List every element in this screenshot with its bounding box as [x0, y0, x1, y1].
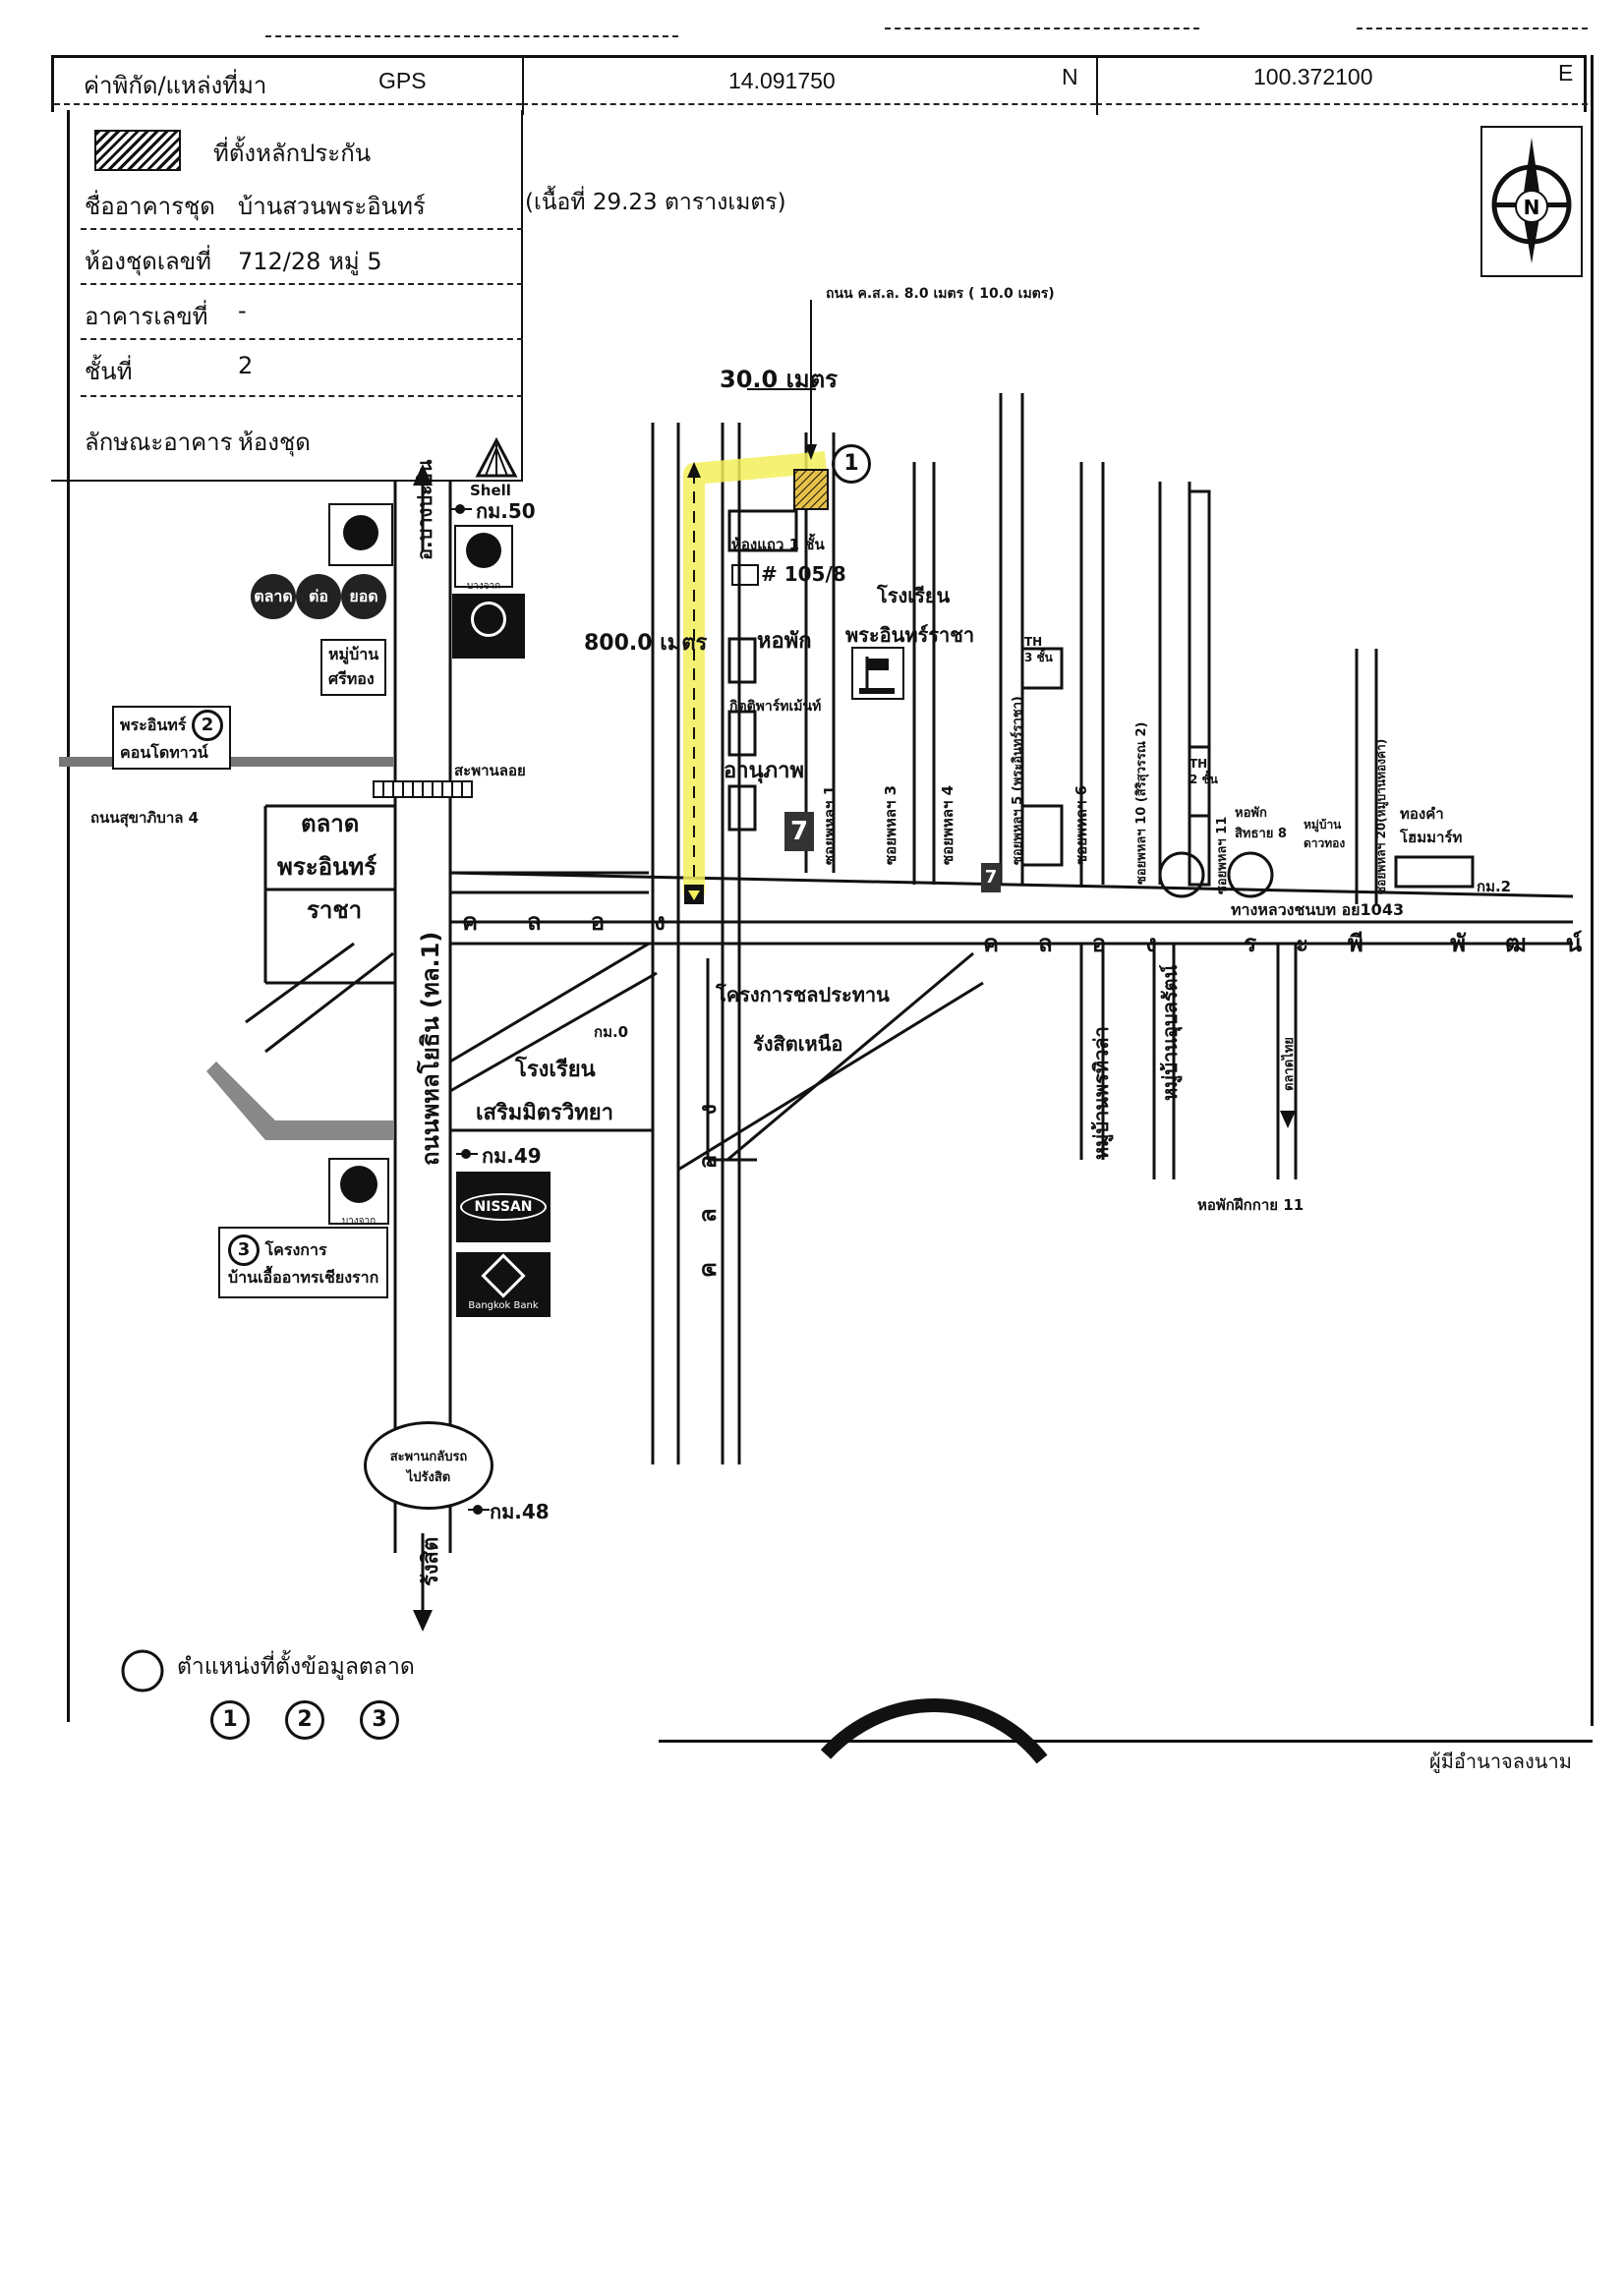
collateral-legend-swatch: [94, 130, 181, 171]
mooban-pornthiwa: หมู่บ้านพรทิวล่า: [1089, 1026, 1113, 1160]
km0-label: กม.0: [594, 1023, 629, 1041]
arnupap-label: อานุภาพ: [724, 759, 804, 783]
u-turn-bridge-oval: สะพานกลับรถ ไปรังสิต: [364, 1421, 493, 1510]
soi-6-label: ซอยพหลฯ 6: [1073, 784, 1090, 865]
shell-logo: [474, 436, 519, 480]
building-type-value: ห้องชุด: [238, 429, 311, 456]
prain-condotown: พระอินทร์ 2 คอนโดทาวน์: [112, 706, 231, 770]
school-serm-1: โรงเรียน: [515, 1058, 596, 1082]
mooban-ubonrat: หมู่บ้านอุบลรัตน์: [1158, 964, 1182, 1101]
marker-1: 1: [832, 444, 871, 484]
km49-label: กม.49: [482, 1144, 542, 1168]
khlong-rapee-label: คลอง ระพี พัฒน์: [983, 930, 1622, 957]
north-compass: N: [1480, 126, 1583, 277]
legend-marker-1: 1: [210, 1700, 250, 1740]
highway-label: ทางหลวงชนบท อย1043: [1231, 900, 1405, 919]
project-chonprathan-2: รังสิตเหนือ: [753, 1032, 843, 1056]
mooban-srithong: หมู่บ้าน ศรีทอง: [320, 639, 387, 696]
signature-label: ผู้มีอำนาจลงนาม: [1429, 1750, 1572, 1773]
longitude-value: 100.372100: [1253, 64, 1373, 89]
compass-icon: N: [1491, 138, 1572, 263]
road-width-note: ถนน ค.ส.ล. 8.0 เมตร ( 10.0 เมตร): [826, 286, 1055, 302]
km48-label: กม.48: [490, 1500, 550, 1523]
bangpain-label: อ.บางปะอิน: [413, 459, 436, 560]
distance-30m: 30.0 เมตร: [720, 366, 839, 393]
phahon-road-label: ถนนพหลโยธิน (ทล.1): [417, 931, 444, 1166]
frame-right: [1591, 55, 1594, 1726]
unit-number-label: ห้องชุดเลขที่: [85, 248, 211, 275]
km2-label: กม.2: [1477, 878, 1512, 895]
km50-label: กม.50: [476, 499, 536, 523]
school-prain-line1: โรงเรียน: [877, 584, 951, 607]
frame-bottom: [659, 1740, 1593, 1743]
latitude-dir: N: [1062, 64, 1078, 89]
shophouse-label: ห้องแถว 1 ชั้น: [731, 536, 825, 553]
soi-20-label: ซอยพหลฯ 20(หมู่บ้านทองคำ): [1374, 738, 1388, 894]
project-3-box: 3 โครงการ บ้านเอื้ออาทรเชียงราก: [218, 1227, 389, 1298]
talad-prain-line1: ตลาด: [301, 810, 360, 837]
bangchak-logo-bottom: บางจาก: [328, 1158, 389, 1227]
shell-label: Shell: [470, 482, 511, 499]
floor-label: ชั้นที่: [85, 358, 133, 385]
school-prain-line2: พระอินทร์ราชา: [845, 623, 975, 647]
rangsit-label: รังสิต: [419, 1536, 443, 1586]
school-flag-icon: [851, 647, 904, 700]
soi-3-label: ซอยพหลฯ 3: [882, 784, 899, 865]
mooban-dangthong: หมู่บ้านดาวทอง: [1304, 818, 1346, 850]
latitude-value: 14.091750: [728, 68, 836, 93]
info-box: ที่ตั้งหลักประกัน ชื่ออาคารชุด บ้านสวนพร…: [51, 110, 523, 482]
coord-source: GPS: [378, 68, 427, 93]
sukhaphiban-4-label: ถนนสุขาภิบาล 4: [90, 809, 200, 827]
talad-prain-line2: พระอินทร์: [277, 853, 377, 881]
legend-marker-2: 2: [285, 1700, 324, 1740]
floor-value: 2: [238, 352, 254, 379]
building-number-value: -: [238, 297, 247, 324]
distance-800m: 800.0 เมตร: [584, 631, 708, 656]
building-type-label: ลักษณะอาคาร: [85, 429, 233, 456]
thongkam-homemart: ทองคำโฮมมาร์ท: [1400, 805, 1463, 846]
house-number: # 105/8: [761, 562, 846, 586]
nissan-logo: NISSAN: [456, 1172, 551, 1242]
frame-left: [67, 110, 70, 1722]
soi-10-label: ซอยพหลฯ 10 (สิริสุวรรณ 2): [1134, 721, 1149, 885]
khlong-horizontal-label: คลอง: [462, 908, 715, 936]
unit-number-value: 712/28 หมู่ 5: [238, 248, 382, 275]
ptt-logo: [328, 503, 393, 566]
talad-thai-label: ตลาดไทย: [1282, 1037, 1297, 1091]
soi-11-label: ซอยพหลฯ 11: [1215, 816, 1230, 894]
market-location-note: ตำแหน่งที่ตั้งข้อมูลตลาด: [177, 1654, 415, 1680]
soi-5-label: ซอยพหลฯ 5 (พระอินทร์ราชา): [1011, 696, 1025, 865]
collateral-legend-label: ที่ตั้งหลักประกัน: [213, 140, 372, 167]
horpuk-sitthai: หอพักสิทธาย 8: [1235, 806, 1287, 841]
location-map: [59, 300, 1574, 1764]
bangchak-logo-top: บางจาก: [454, 525, 513, 592]
khlong-vertical-label: คลอง: [694, 1064, 722, 1278]
building-name-value: บ้านสวนพระอินทร์: [238, 193, 426, 220]
seven-eleven-icon-2: 7: [981, 863, 1001, 892]
talad-prain-line3: ราชา: [307, 896, 363, 924]
bangkok-bank-logo: Bangkok Bank: [456, 1252, 551, 1317]
seven-eleven-icon: 7: [784, 812, 814, 851]
talad-toyod-logo: ตลาด ต่อ ยอด: [251, 574, 388, 621]
coordinate-header: ค่าพิกัด/แหล่งที่มา GPS 14.091750 N 100.…: [51, 55, 1588, 115]
horpuk-fukkai: หอพักฝึกกาย 11: [1197, 1196, 1305, 1214]
longitude-dir: E: [1558, 60, 1574, 86]
svg-text:N: N: [1524, 196, 1540, 219]
area-note: (เนื้อที่ 29.23 ตารางเมตร): [525, 190, 786, 215]
coord-label: ค่าพิกัด/แหล่งที่มา: [84, 72, 267, 99]
pedestrian-bridge-label: สะพานลอย: [454, 762, 526, 779]
kasikorn-logo: [452, 594, 525, 659]
legend-marker-3: 3: [360, 1700, 399, 1740]
soi-1-label: ซอยพหลฯ 1: [821, 784, 839, 865]
building-number-label: อาคารเลขที่: [85, 303, 208, 330]
school-serm-2: เสริมมิตรวิทยา: [476, 1101, 613, 1125]
building-name-label: ชื่ออาคารชุด: [85, 193, 215, 220]
project-chonprathan-1: โครงการชลประทาน: [716, 983, 890, 1006]
house-icon: [731, 564, 759, 586]
dormitory-label: หอพัก: [757, 629, 812, 654]
soi-4-label: ซอยพหลฯ 4: [939, 784, 957, 865]
kittipat-label: กิตติพาร์ทเม้นท์: [729, 699, 822, 715]
